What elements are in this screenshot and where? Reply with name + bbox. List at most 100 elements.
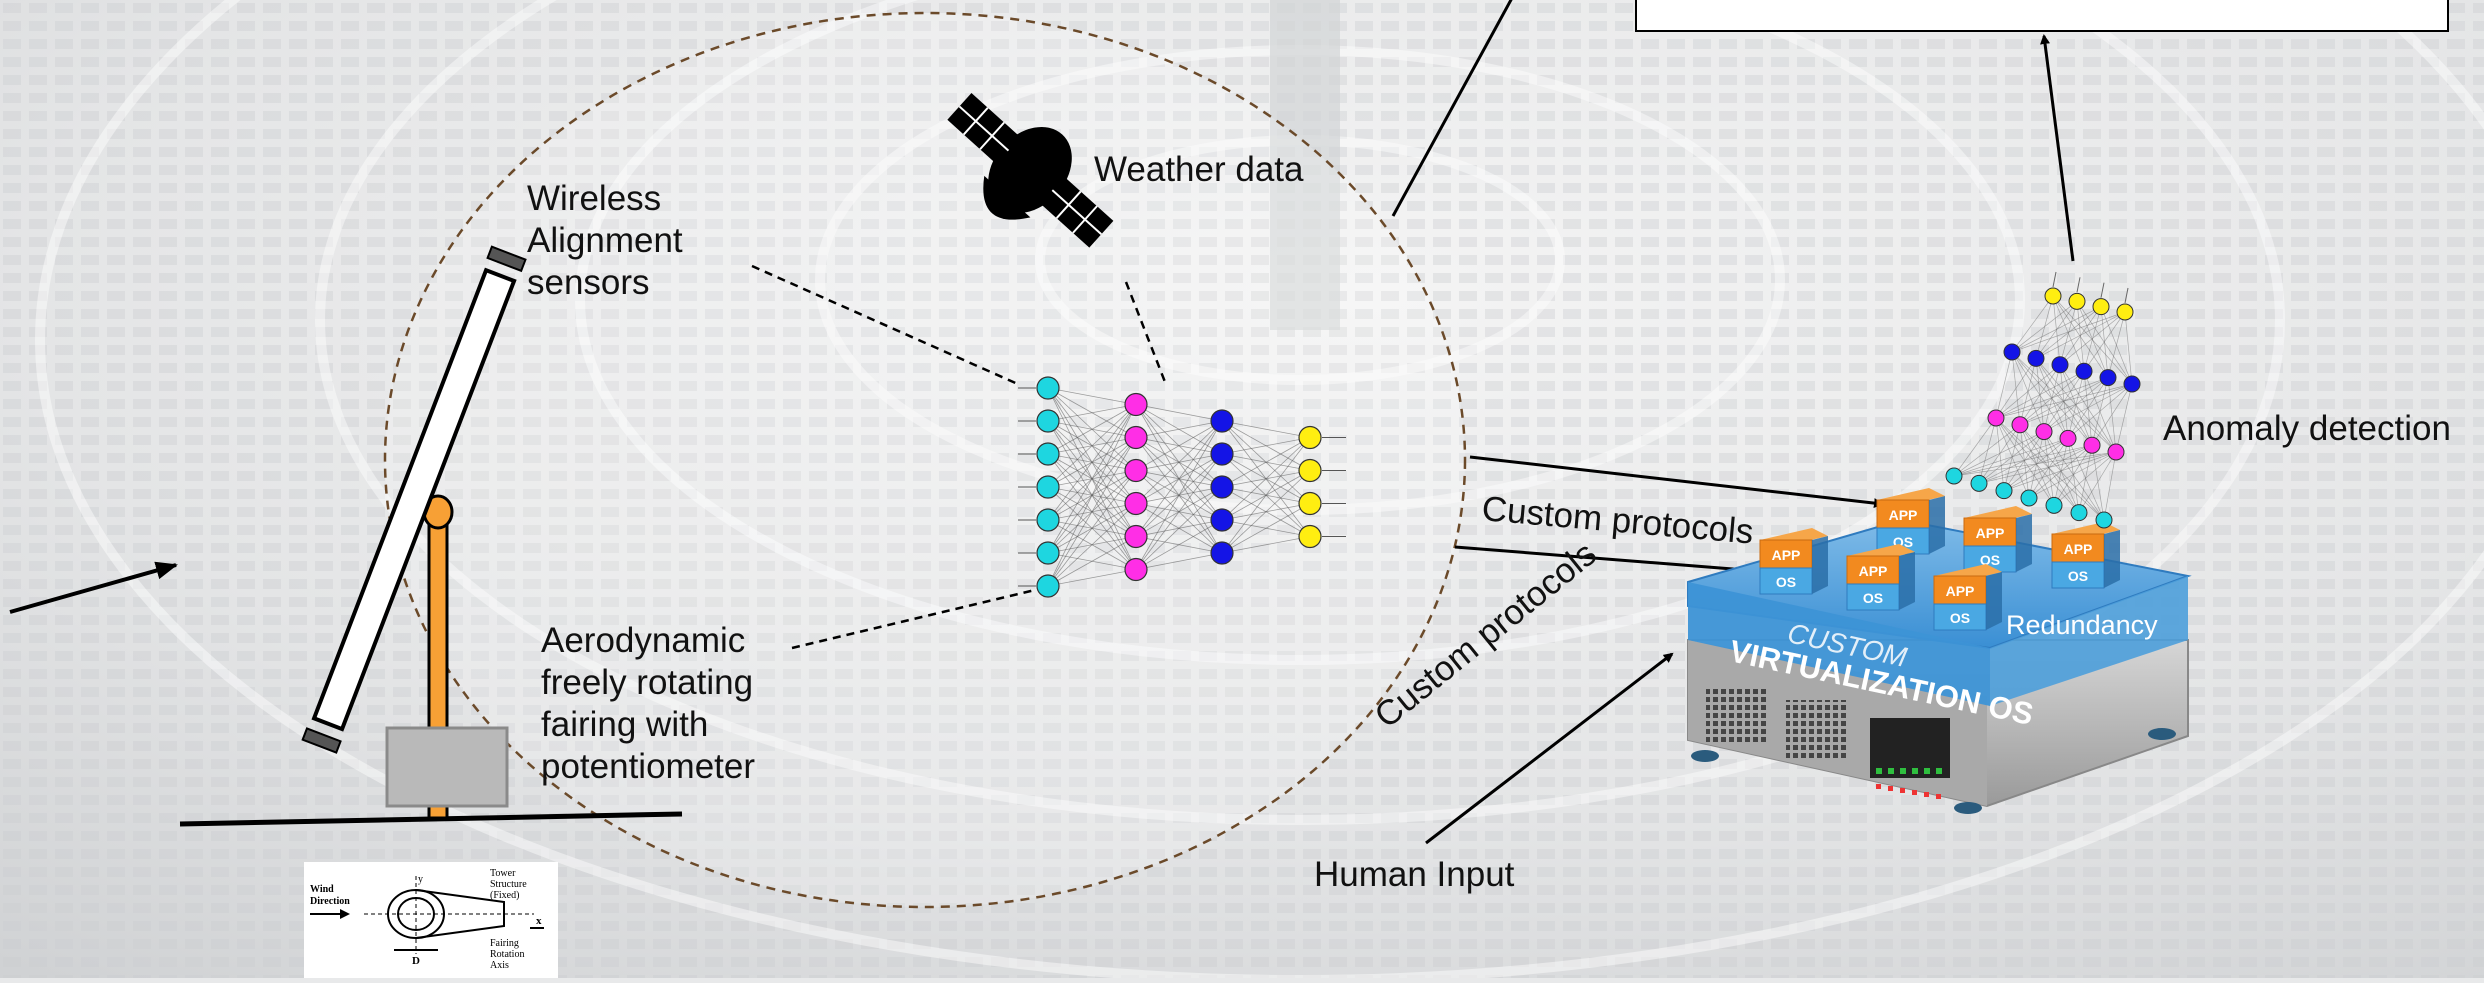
anomaly-nn-node-l1-5	[2107, 443, 2125, 461]
anomaly-nn-node-l3-1	[2068, 292, 2086, 310]
nn-node-l2-1	[1210, 442, 1234, 466]
wireless-line-2: Alignment	[527, 221, 683, 260]
anomaly-nn-node-l2-3	[2075, 362, 2093, 380]
incoming-arrow	[9, 561, 178, 614]
neural-network-small	[1018, 376, 1346, 598]
tower-silhouette	[1270, 0, 1340, 330]
nn-node-l3-0	[1298, 425, 1322, 450]
wireless-sensors-label: Wireless Alignment sensors	[527, 178, 683, 304]
wireless-line-1: Wireless	[527, 179, 662, 218]
anomaly-output-arrow	[2040, 34, 2075, 262]
anomaly-nn-node-l1-3	[2059, 429, 2077, 447]
anomaly-nn-node-l3-3	[2116, 303, 2134, 321]
nn-node-l0-0	[1036, 376, 1060, 400]
svg-text:OS: OS	[1980, 552, 2000, 568]
circle-to-box-line	[1391, 0, 1513, 217]
mirror-panel	[301, 245, 527, 754]
anomaly-nn-node-l1-2	[2035, 423, 2053, 441]
gear-box	[385, 726, 509, 808]
aerodynamic-label: Aerodynamic freely rotating fairing with…	[541, 620, 755, 788]
anomaly-nn-node-l0-3	[2020, 489, 2038, 507]
nn-node-l1-1	[1124, 425, 1148, 450]
anomaly-nn-node-l2-1	[2027, 349, 2045, 367]
inset-wind-label: Wind	[310, 884, 334, 895]
nn-node-l0-2	[1036, 442, 1060, 466]
nn-node-l0-5	[1036, 541, 1060, 565]
inset-tower-line-2: Structure	[490, 879, 527, 890]
aero-line-2: freely rotating	[541, 663, 754, 702]
anomaly-nn-node-l0-5	[2070, 504, 2088, 522]
inset-fairing-line-2: Rotation	[490, 949, 524, 960]
fairing-inset: Wind Direction Tower Structure (Fixed) F…	[304, 862, 558, 978]
nn-node-l1-5	[1124, 557, 1148, 582]
svg-text:APP: APP	[1772, 547, 1801, 563]
human-input-arrow	[1425, 652, 1674, 845]
nn-node-l0-6	[1036, 574, 1060, 598]
aero-line-3: fairing with	[541, 705, 709, 744]
app-os-block: APP OS	[1963, 506, 2032, 573]
inset-d-label: D	[412, 955, 420, 967]
protocol-arrow-upper	[1469, 455, 1884, 509]
weather-data-label: Weather data	[1094, 150, 1304, 189]
anomaly-nn-node-l0-0	[1945, 467, 1963, 485]
anomaly-detection-label: Anomaly detection	[2163, 409, 2451, 448]
weather-connector	[1124, 281, 1167, 383]
inset-tower-line-3: (Fixed)	[490, 890, 519, 901]
svg-text:APP: APP	[1976, 525, 2005, 541]
neural-network-anomaly	[1945, 271, 2141, 529]
svg-text:APP: APP	[2064, 541, 2093, 557]
svg-text:OS: OS	[1863, 590, 1883, 606]
inset-fairing-line-1: Fairing	[490, 938, 519, 949]
nn-node-l1-4	[1124, 524, 1148, 549]
anomaly-nn-node-l2-4	[2099, 369, 2117, 387]
app-os-block: APP OS	[1759, 528, 1828, 595]
wireless-connector	[751, 264, 1021, 387]
svg-text:APP: APP	[1946, 583, 1975, 599]
app-os-block: APP OS	[1933, 564, 2002, 631]
redundancy-label: Redundancy	[2006, 610, 2158, 640]
inset-tower-line-1: Tower	[490, 868, 516, 879]
top-output-box	[1635, 0, 2449, 32]
fairing-inset-diagram: Wind Direction Tower Structure (Fixed) F…	[310, 868, 544, 971]
anomaly-nn-node-l1-4	[2083, 436, 2101, 454]
sensor-scope-circle	[383, 11, 1467, 909]
nn-node-l3-2	[1298, 491, 1322, 516]
anomaly-nn-node-l0-1	[1970, 474, 1988, 492]
anomaly-nn-node-l2-2	[2051, 356, 2069, 374]
anomaly-nn-node-l3-2	[2092, 298, 2110, 316]
nn-node-l1-2	[1124, 458, 1148, 483]
nn-node-l0-3	[1036, 475, 1060, 499]
anomaly-nn-node-l0-4	[2045, 496, 2063, 514]
nn-node-l2-0	[1210, 409, 1234, 433]
nn-node-l3-1	[1298, 458, 1322, 483]
human-input-label: Human Input	[1314, 855, 1515, 894]
nn-node-l0-1	[1036, 409, 1060, 433]
wireless-line-3: sensors	[527, 263, 650, 302]
nn-node-l2-3	[1210, 508, 1234, 532]
anomaly-nn-node-l2-0	[2003, 343, 2021, 361]
svg-text:OS: OS	[1950, 610, 1970, 626]
aero-line-1: Aerodynamic	[541, 621, 746, 660]
nn-node-l2-4	[1210, 541, 1234, 565]
nn-node-l1-0	[1124, 392, 1148, 417]
app-os-block: APP OS	[2051, 522, 2120, 589]
svg-text:OS: OS	[2068, 568, 2088, 584]
anomaly-nn-node-l1-1	[2011, 416, 2029, 434]
anomaly-nn-node-l0-6	[2095, 511, 2113, 529]
svg-text:APP: APP	[1889, 507, 1918, 523]
nn-node-l3-3	[1298, 524, 1322, 549]
satellite-icon	[947, 93, 1114, 248]
inset-y-label: y	[418, 874, 423, 885]
svg-text:OS: OS	[1776, 574, 1796, 590]
anomaly-nn-node-l0-2	[1995, 482, 2013, 500]
nn-node-l0-4	[1036, 508, 1060, 532]
anomaly-nn-node-l3-0	[2044, 287, 2062, 305]
protocol-arrow-lower	[1454, 545, 1760, 576]
inset-fairing-line-3: Axis	[490, 960, 509, 971]
inset-x-label: x	[536, 915, 542, 927]
